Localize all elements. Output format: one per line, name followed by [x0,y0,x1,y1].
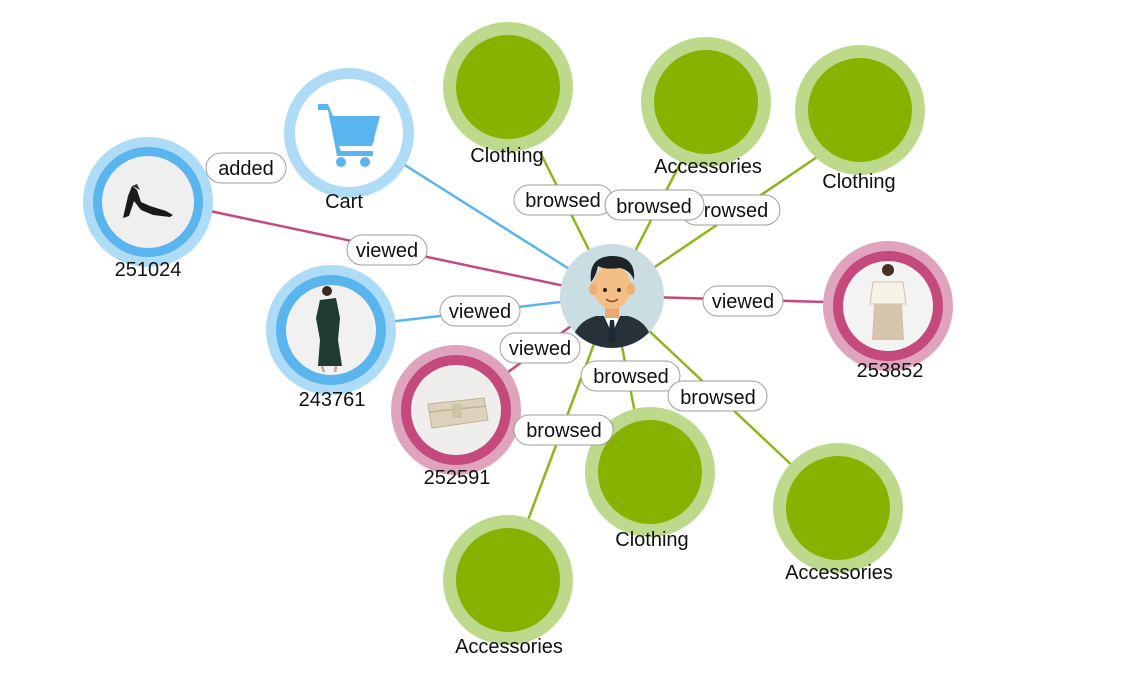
product-node-252591[interactable]: 252591 [391,345,521,489]
edge-label-text: browsed [525,190,601,212]
category-node-clothing-2[interactable]: Clothing [795,45,925,193]
edge-label-text: added [218,158,274,180]
category-node-clothing-3[interactable]: Clothing [585,407,715,551]
node-label: Accessories [455,636,563,658]
shopping-cart-icon [318,104,380,167]
edge-label-text: viewed [509,338,571,360]
cart-node[interactable]: Cart [284,68,414,213]
blouse-icon [869,264,907,340]
edge-label-browsed-accessories-1: browsed [604,189,705,221]
node-label: Clothing [822,171,895,193]
edge-label-viewed-243761: viewed [439,295,521,327]
node-label: 243761 [299,389,366,411]
product-node-251024[interactable]: 251024 [83,137,213,281]
node-label: 251024 [115,259,182,281]
node-label: Clothing [615,529,688,551]
edge-label-viewed-252591: viewed [499,332,581,364]
edge-label-text: viewed [356,240,418,262]
edge-label-viewed-251024: viewed [346,234,428,266]
edge-label-text: rowsed [704,200,768,222]
edge-label-text: browsed [593,366,669,388]
product-node-253852[interactable]: 253852 [823,241,953,382]
high-heel-shoe-icon [123,184,173,218]
category-node-accessories-2[interactable]: Accessories [773,443,903,584]
edge-label-browsed-accessories-3: browsed [513,414,614,446]
user-avatar-icon [570,255,654,348]
edge-label-text: browsed [526,420,602,442]
edge-label-text: viewed [449,301,511,323]
edge-label-text: browsed [680,387,756,409]
category-node-accessories-1[interactable]: Accessories [641,37,771,178]
node-label: Accessories [654,156,762,178]
edge-label-viewed-253852: viewed [702,285,784,317]
dress-icon [316,286,342,373]
product-node-243761[interactable]: 243761 [266,265,396,411]
node-label: Accessories [785,562,893,584]
edge-label-added: added [205,152,287,184]
edge-label-browsed-accessories-2: browsed [667,380,768,412]
user-node[interactable] [560,244,664,352]
node-label: Clothing [470,145,543,167]
node-label: 252591 [424,467,491,489]
node-label: Cart [325,191,363,213]
category-node-accessories-3[interactable]: Accessories [443,515,573,658]
edge-label-browsed-clothing-2: rowsed [680,194,781,226]
edge-label-text: browsed [616,196,692,218]
edge-label-text: viewed [712,291,774,313]
clutch-bag-icon [427,397,489,429]
edge-label-browsed-clothing-3: browsed [580,360,681,392]
edge-label-browsed-clothing-1: browsed [513,184,614,216]
node-label: 253852 [857,360,924,382]
category-node-clothing-1[interactable]: Clothing [443,22,573,167]
